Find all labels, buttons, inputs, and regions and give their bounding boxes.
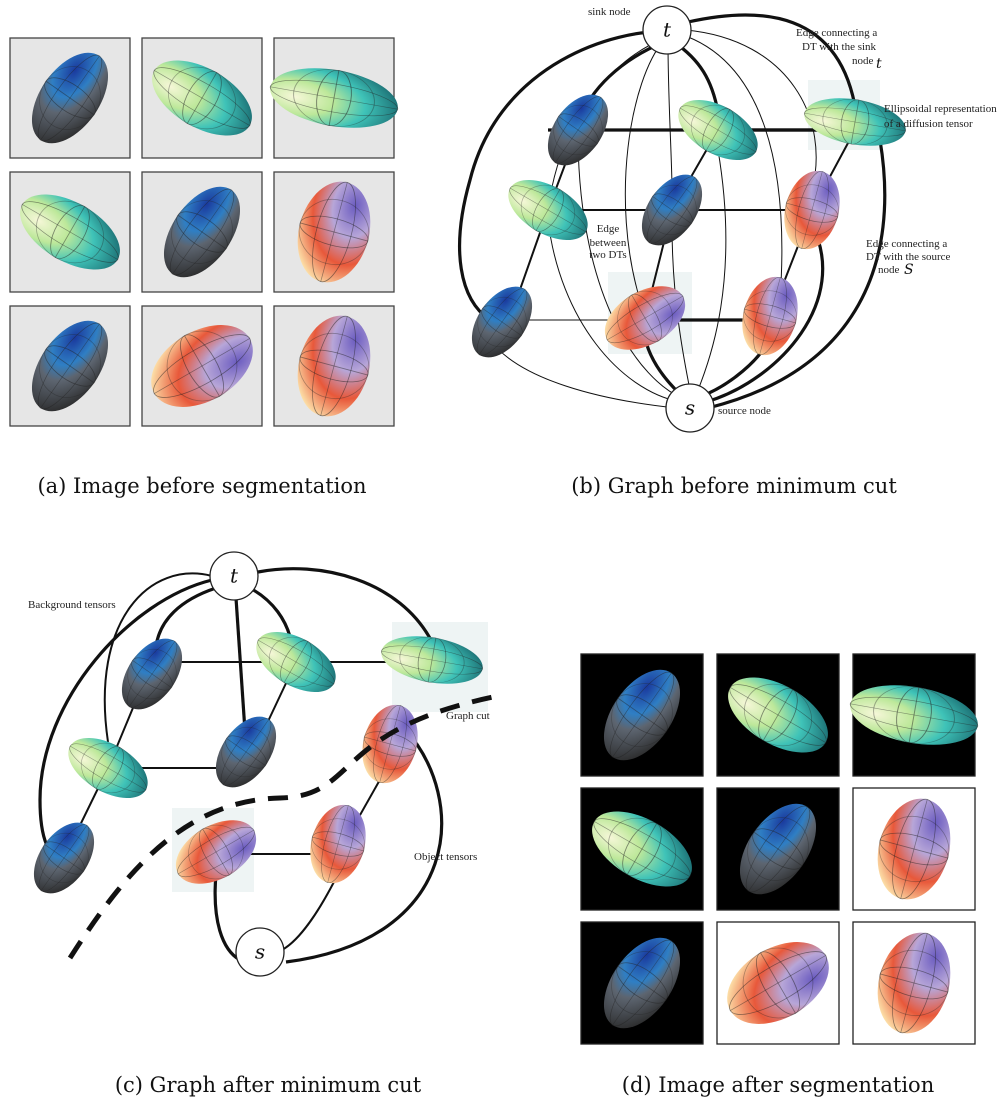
annotation-line: Edge xyxy=(597,223,620,235)
tensor-ellipsoid xyxy=(734,271,806,362)
edge-dt-sink xyxy=(680,34,782,300)
annotation-line: Edge connecting a xyxy=(866,238,947,250)
tensor-ellipsoid xyxy=(776,165,848,256)
object-tensors-label: Object tensors xyxy=(414,851,477,863)
edge-dt-sink xyxy=(668,42,672,190)
tensor-ellipsoid xyxy=(204,706,289,799)
source-node-symbol: s xyxy=(685,396,695,420)
caption-a: (a) Image before segmentation xyxy=(37,474,366,498)
annotation-line: node xyxy=(852,55,874,67)
panel-c: t s Background tensors Graph cut Object … xyxy=(22,552,498,1097)
annotation-line: between xyxy=(590,237,627,249)
edge-sink-annotation: Edge connecting a DT with the sink node … xyxy=(796,27,882,72)
panel-a: (a) Image before segmentation xyxy=(8,38,403,498)
tensor-ellipsoid xyxy=(22,812,107,905)
annotation-line: two DTs xyxy=(589,249,626,261)
tensor-ellipsoid xyxy=(110,628,195,721)
graph-cut-label: Graph cut xyxy=(446,710,490,722)
ellipsoid-annotation: Ellipsoidal representation of a diffusio… xyxy=(884,103,997,130)
edge-between-annotation: Edge between two DTs xyxy=(589,223,627,261)
annotation-symbol: t xyxy=(876,56,882,72)
edge-dt-source xyxy=(282,874,338,950)
caption-b: (b) Graph before minimum cut xyxy=(571,474,897,498)
annotation-line: node xyxy=(878,264,900,276)
edge-source-annotation: Edge connecting a DT with the source nod… xyxy=(866,238,951,278)
caption-d: (d) Image after segmentation xyxy=(622,1073,934,1097)
annotation-line: DT with the sink xyxy=(802,41,877,53)
tensor-ellipsoid xyxy=(460,276,545,369)
edge-dt-source xyxy=(708,140,885,408)
panel-d: (d) Image after segmentation xyxy=(580,654,983,1097)
edge-dt-sink xyxy=(625,40,664,300)
source-node-label: source node xyxy=(718,405,771,417)
annotation-line: of a diffusion tensor xyxy=(884,118,973,130)
edge-dt-source xyxy=(698,150,726,390)
sink-node-symbol: t xyxy=(663,18,672,42)
sink-node-label: sink node xyxy=(588,6,631,18)
tensor-ellipsoid xyxy=(354,699,426,790)
graph-cut-line xyxy=(70,696,498,958)
background-tensors-label: Background tensors xyxy=(28,599,116,611)
sink-node-symbol: t xyxy=(230,564,239,588)
edge-dt-source xyxy=(578,140,682,398)
annotation-line: Edge connecting a xyxy=(796,27,877,39)
panel-b: t s sink node source node Edge connectin… xyxy=(460,6,998,498)
caption-c: (c) Graph after minimum cut xyxy=(115,1073,422,1097)
source-node-symbol: s xyxy=(255,940,265,964)
edge-dt-sink xyxy=(156,588,216,646)
annotation-line: Ellipsoidal representation xyxy=(884,103,997,115)
annotation-symbol: S xyxy=(904,262,914,278)
tensor-ellipsoid xyxy=(302,799,374,890)
